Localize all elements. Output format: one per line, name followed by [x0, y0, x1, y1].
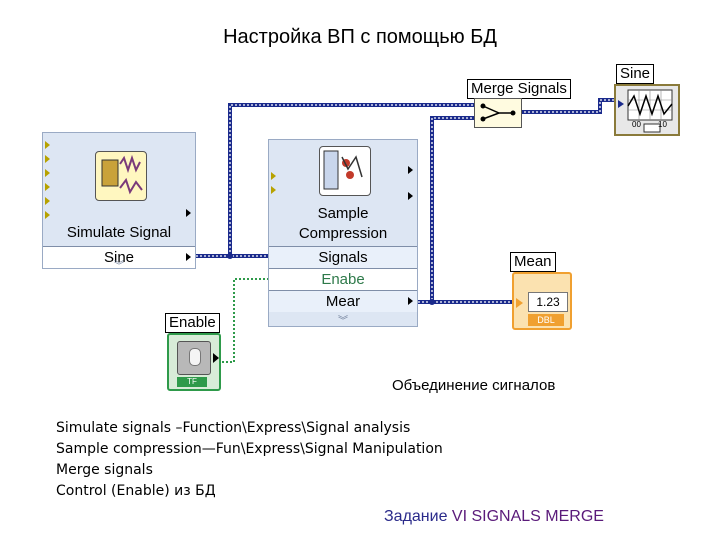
graph-icon — [618, 89, 673, 133]
junction-dot — [227, 253, 233, 259]
note-line: Sample compression—Fun\Express\Signal Ma… — [56, 441, 443, 457]
input-terminal[interactable] — [45, 197, 50, 205]
numeric-display: 1.23 — [528, 292, 568, 312]
input-arrow-icon — [516, 298, 523, 308]
output-terminal[interactable] — [408, 192, 413, 200]
graph-label: Sine — [616, 64, 655, 84]
note-line: Simulate signals –Function\Express\Signa… — [56, 420, 411, 436]
note-line: Merge signals — [56, 462, 153, 478]
merge-signals-node[interactable] — [474, 98, 522, 128]
tf-badge: TF — [177, 377, 207, 387]
dbl-badge: DBL — [528, 314, 564, 326]
terminal-sine[interactable]: Sine — [43, 246, 195, 268]
wire-mean-to-merge — [418, 116, 474, 304]
input-terminal[interactable] — [45, 211, 50, 219]
terminal-label: Signals — [318, 249, 368, 266]
input-terminal[interactable] — [271, 172, 276, 180]
junction-dot — [429, 299, 435, 305]
page-title: Настройка ВП с помощью БД — [223, 26, 497, 48]
output-terminal[interactable] — [186, 209, 191, 217]
diagram-caption: Объединение сигналов — [392, 377, 556, 394]
mean-label: Mean — [510, 252, 556, 272]
x-axis-min: 00 — [632, 120, 641, 129]
terminal-mean[interactable]: Mear — [269, 290, 417, 312]
merge-icon — [480, 103, 516, 122]
output-arrow-icon — [213, 353, 219, 363]
output-terminal[interactable] — [408, 166, 413, 174]
vi-name-line1: Sample — [317, 205, 369, 222]
expand-chevron-icon[interactable]: ︾ — [338, 316, 348, 327]
vi-name-line2: Compression — [298, 225, 388, 242]
enable-control[interactable]: TF — [167, 333, 221, 391]
terminal-label: Enabe — [321, 271, 365, 288]
x-axis-max: 10 — [658, 120, 667, 129]
task-prefix: Задание — [384, 508, 448, 525]
terminal-label: Mear — [325, 293, 361, 310]
notes-list: Simulate signals –Function\Express\Signa… — [56, 418, 443, 502]
mean-indicator[interactable]: 1.23 DBL — [512, 272, 572, 330]
input-terminal[interactable] — [45, 141, 50, 149]
terminal-signals[interactable]: Signals — [269, 246, 417, 268]
vi-name: Simulate Signal — [66, 224, 172, 241]
task-name: VI SIGNALS MERGE — [451, 508, 604, 525]
output-arrow-icon — [186, 253, 191, 261]
enable-label: Enable — [165, 313, 220, 333]
expand-chevron-icon[interactable]: ︾ — [114, 261, 124, 272]
input-terminal[interactable] — [45, 169, 50, 177]
input-terminal[interactable] — [45, 155, 50, 163]
input-terminal[interactable] — [271, 186, 276, 194]
simulate-signal-vi[interactable]: Simulate Signal Sine ︾ — [42, 132, 196, 272]
input-terminal[interactable] — [45, 183, 50, 191]
sample-compression-vi[interactable]: Sample Compression Signals Enabe Mear ︾ — [268, 139, 418, 327]
waveform-graph-terminal[interactable]: 00 10 — [614, 84, 680, 136]
terminal-label: Sine — [103, 249, 135, 266]
note-line: Control (Enable) из БД — [56, 483, 216, 499]
output-arrow-icon — [408, 297, 413, 305]
wire-enable — [222, 278, 270, 363]
sample-compression-icon — [319, 146, 371, 196]
terminal-enable[interactable]: Enabe — [269, 268, 417, 290]
merge-signals-label: Merge Signals — [467, 79, 571, 99]
task-line: Задание VI SIGNALS MERGE — [384, 508, 604, 526]
simulate-signal-icon — [95, 151, 147, 201]
toggle-switch-icon[interactable] — [177, 341, 211, 375]
